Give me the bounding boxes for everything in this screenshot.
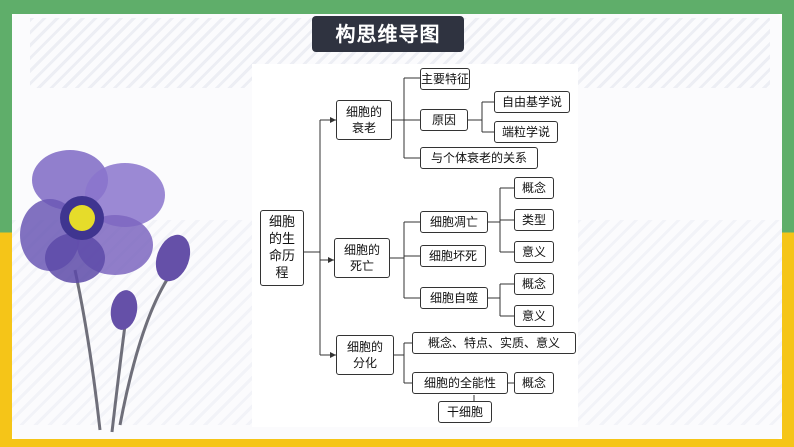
flower-illustration-icon xyxy=(20,150,191,433)
node-aging-feature: 主要特征 xyxy=(420,68,470,90)
frame-left-border xyxy=(0,0,12,447)
node-necrosis: 细胞坏死 xyxy=(420,245,486,267)
node-aging-cause: 原因 xyxy=(420,109,468,131)
node-totipotency-concept: 概念 xyxy=(514,372,554,394)
node-cause-telomere: 端粒学说 xyxy=(494,121,558,143)
node-death: 细胞的死亡 xyxy=(334,238,390,278)
node-cause-free-radical: 自由基学说 xyxy=(494,91,570,113)
node-autophagy-meaning: 意义 xyxy=(514,305,554,327)
node-totipotency: 细胞的全能性 xyxy=(412,372,508,394)
node-apoptosis-meaning: 意义 xyxy=(514,241,554,263)
frame-right-border xyxy=(782,0,794,447)
node-root: 细胞的生命历程 xyxy=(260,210,304,286)
node-aging: 细胞的衰老 xyxy=(336,100,392,140)
frame-bottom-border xyxy=(0,439,794,447)
frame-top-border xyxy=(0,0,794,14)
node-apoptosis-type: 类型 xyxy=(514,209,554,231)
node-diff-summary: 概念、特点、实质、意义 xyxy=(412,332,576,354)
node-differentiation: 细胞的分化 xyxy=(336,335,394,375)
node-autophagy: 细胞自噬 xyxy=(420,287,488,309)
node-aging-relation: 与个体衰老的关系 xyxy=(420,147,538,169)
slide-title: 构思维导图 xyxy=(312,16,464,52)
node-stem-cell: 干细胞 xyxy=(438,401,492,423)
node-apoptosis: 细胞凋亡 xyxy=(420,211,488,233)
node-autophagy-concept: 概念 xyxy=(514,273,554,295)
node-apoptosis-concept: 概念 xyxy=(514,177,554,199)
